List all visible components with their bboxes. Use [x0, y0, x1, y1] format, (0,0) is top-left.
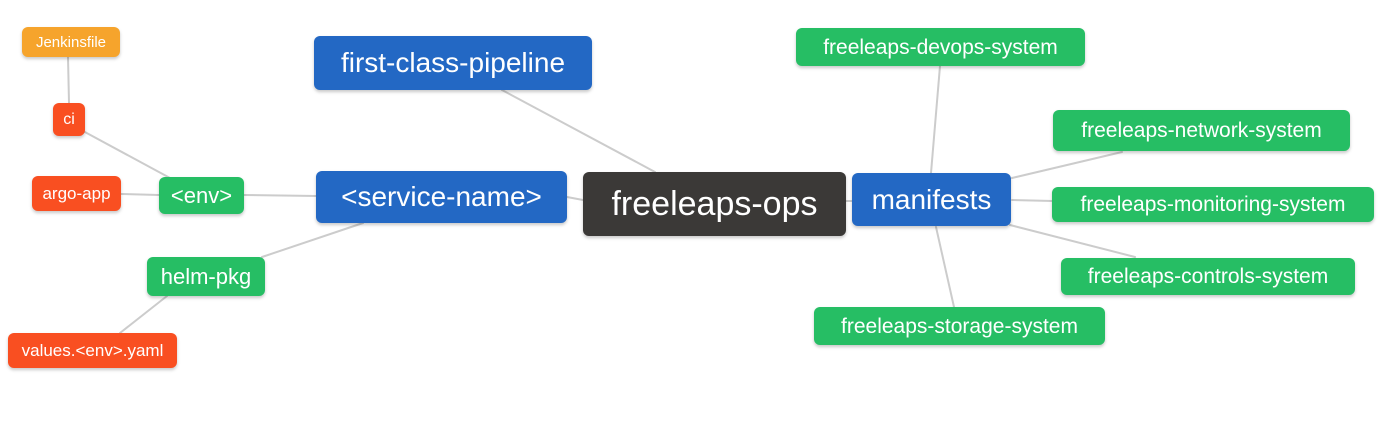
- node-freeleaps-ops[interactable]: freeleaps-ops: [583, 172, 846, 236]
- node-jenkinsfile[interactable]: Jenkinsfile: [22, 27, 120, 57]
- edge-jenkinsfile-ci: [67, 56, 70, 104]
- edge-manifests-freeleaps-devops-system: [930, 65, 941, 174]
- node-freeleaps-monitoring-system[interactable]: freeleaps-monitoring-system: [1052, 187, 1374, 222]
- edge-env-service-name: [243, 194, 318, 197]
- node-ci[interactable]: ci: [53, 103, 85, 136]
- node-service-name[interactable]: <service-name>: [316, 171, 567, 223]
- node-helm-pkg[interactable]: helm-pkg: [147, 257, 265, 296]
- node-argo-app[interactable]: argo-app: [32, 176, 121, 211]
- edge-service-name-freeleaps-ops: [566, 196, 584, 201]
- edge-manifests-freeleaps-network-system: [1011, 151, 1123, 179]
- node-freeleaps-controls-system[interactable]: freeleaps-controls-system: [1061, 258, 1355, 295]
- edge-values-env-yaml-helm-pkg: [119, 295, 168, 334]
- node-first-class-pipeline[interactable]: first-class-pipeline: [314, 36, 592, 90]
- edge-helm-pkg-service-name: [261, 222, 364, 258]
- node-env[interactable]: <env>: [159, 177, 244, 214]
- edge-manifests-freeleaps-monitoring-system: [1011, 199, 1054, 202]
- node-freeleaps-network-system[interactable]: freeleaps-network-system: [1053, 110, 1350, 151]
- edge-argo-app-env: [120, 193, 160, 196]
- node-manifests[interactable]: manifests: [852, 173, 1011, 226]
- edge-ci-env: [82, 130, 171, 179]
- edge-manifests-freeleaps-storage-system: [935, 226, 955, 308]
- node-values-env-yaml[interactable]: values.<env>.yaml: [8, 333, 177, 368]
- edge-manifests-freeleaps-controls-system: [1009, 224, 1136, 258]
- edge-first-class-pipeline-freeleaps-ops: [501, 89, 656, 173]
- node-freeleaps-storage-system[interactable]: freeleaps-storage-system: [814, 307, 1105, 345]
- node-freeleaps-devops-system[interactable]: freeleaps-devops-system: [796, 28, 1085, 66]
